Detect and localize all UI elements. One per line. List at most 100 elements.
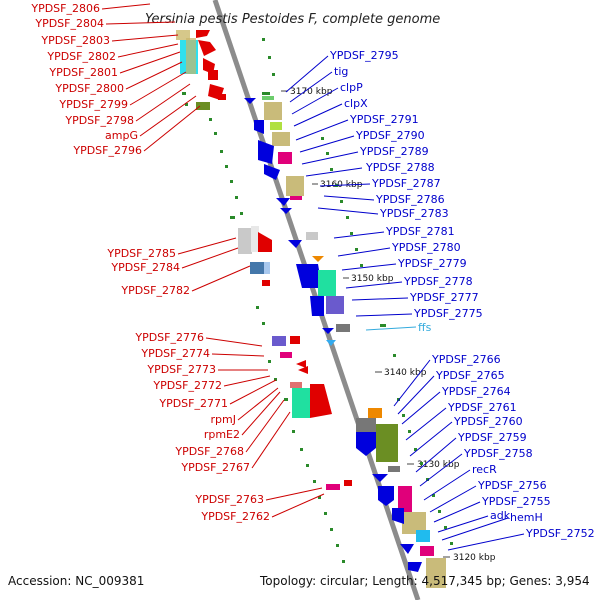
gene-arrow (392, 508, 404, 524)
gene-block (290, 382, 302, 388)
gene-arrow (298, 366, 308, 374)
gene-arrow (372, 474, 388, 482)
gene-label: YPDSF_2778 (403, 275, 473, 288)
gene-block (292, 388, 310, 418)
gene-arrow (254, 120, 264, 134)
genome-title: Yersinia pestis Pestoides F, complete ge… (145, 12, 440, 27)
gene-label: YPDSF_2780 (391, 241, 461, 254)
gene-label: YPDSF_2806 (30, 2, 100, 15)
tick-label: 3130 kbp (417, 460, 460, 470)
gene-label: YPDSF_2758 (463, 447, 533, 460)
gene-label: YPDSF_2773 (146, 363, 216, 376)
gene-label: hemH (510, 511, 543, 524)
gene-label: YPDSF_2800 (54, 82, 124, 95)
gene-arrow (198, 40, 216, 56)
gene-label: YPDSF_2774 (140, 347, 210, 360)
gene-arrow (322, 328, 334, 334)
gene-label: YPDSF_2803 (40, 34, 110, 47)
gene-block (290, 336, 300, 344)
gene-block (426, 558, 446, 588)
gene-label: YPDSF_2777 (409, 291, 479, 304)
gene-block (278, 152, 292, 164)
gene-label: YPDSF_2804 (34, 17, 104, 30)
gene-label: YPDSF_2789 (359, 145, 429, 158)
gene-arrow (310, 296, 324, 316)
gene-arrow (276, 198, 290, 206)
gene-block (356, 418, 376, 432)
tick-label: 3120 kbp (453, 553, 496, 563)
gene-block (286, 176, 304, 196)
gene-block (398, 486, 412, 512)
gene-label: YPDSF_2790 (355, 129, 425, 142)
tick-label: 3170 kbp (290, 87, 333, 97)
gene-block (306, 232, 318, 240)
gene-block (176, 30, 190, 40)
gene-label: rpmJ (211, 413, 236, 426)
gene-label: YPDSF_2781 (385, 225, 455, 238)
gene-arrow (296, 264, 322, 288)
gene-label: YPDSF_2786 (375, 193, 445, 206)
gene-block (272, 132, 290, 146)
right-leader-lines (285, 55, 525, 551)
gene-label: YPDSF_2762 (200, 510, 270, 523)
gene-block (186, 38, 196, 74)
gene-label: YPDSF_2756 (477, 479, 547, 492)
gene-label: tig (334, 65, 348, 78)
gene-block (196, 102, 210, 110)
gene-block (262, 280, 270, 286)
gene-label: YPDSF_2802 (46, 50, 116, 63)
gene-arrow (310, 384, 332, 418)
gene-arrow (326, 484, 340, 490)
tick-marks (281, 90, 450, 558)
gene-block (290, 196, 302, 200)
gene-label: YPDSF_2767 (180, 461, 250, 474)
gene-block (262, 96, 274, 100)
gene-label: clpX (344, 97, 368, 110)
gene-arrow (326, 340, 336, 346)
gene-label: YPDSF_2759 (457, 431, 527, 444)
gene-label: YPDSF_2799 (58, 98, 128, 111)
gene-block (264, 262, 270, 274)
gene-label: recR (472, 463, 497, 476)
gene-label: rpmE2 (204, 428, 240, 441)
gene-label: YPDSF_2766 (431, 353, 501, 366)
gene-label: YPDSF_2779 (397, 257, 467, 270)
gene-block (336, 324, 350, 332)
gene-label: YPDSF_2768 (174, 445, 244, 458)
gene-label: YPDSF_2763 (194, 493, 264, 506)
gene-label: adk (490, 509, 511, 522)
gene-label: YPDSF_2782 (120, 284, 190, 297)
gene-label: YPDSF_2752 (525, 527, 595, 540)
gene-label: YPDSF_2760 (453, 415, 523, 428)
gene-block (344, 480, 352, 486)
gene-label: YPDSF_2765 (435, 369, 505, 382)
gene-label: ffs (418, 321, 432, 334)
left-leader-lines (101, 3, 325, 518)
gene-block (208, 70, 218, 80)
gene-label: YPDSF_2798 (64, 114, 134, 127)
gene-label: YPDSF_2755 (481, 495, 551, 508)
gene-label: YPDSF_2783 (379, 207, 449, 220)
gene-arrow (288, 240, 302, 248)
gene-block (376, 424, 398, 462)
gene-arrow (296, 360, 306, 368)
gene-label: YPDSF_2791 (349, 113, 419, 126)
gene-label: YPDSF_2761 (447, 401, 517, 414)
gene-arrow (356, 432, 376, 456)
gene-block (326, 296, 344, 314)
gene-label: YPDSF_2771 (158, 397, 228, 410)
gene-block (388, 466, 400, 472)
gene-block (270, 122, 282, 130)
gene-label: YPDSF_2764 (441, 385, 511, 398)
gene-arrow (272, 336, 286, 346)
gene-block (420, 546, 434, 556)
gene-label: YPDSF_2775 (413, 307, 483, 320)
gene-arrow (244, 98, 256, 104)
gene-arrow (258, 232, 272, 252)
gene-arrow (280, 208, 292, 214)
gene-block (264, 102, 282, 120)
gene-label: YPDSF_2795 (329, 49, 399, 62)
gene-label: YPDSF_2785 (106, 247, 176, 260)
gene-arrow (378, 486, 394, 506)
